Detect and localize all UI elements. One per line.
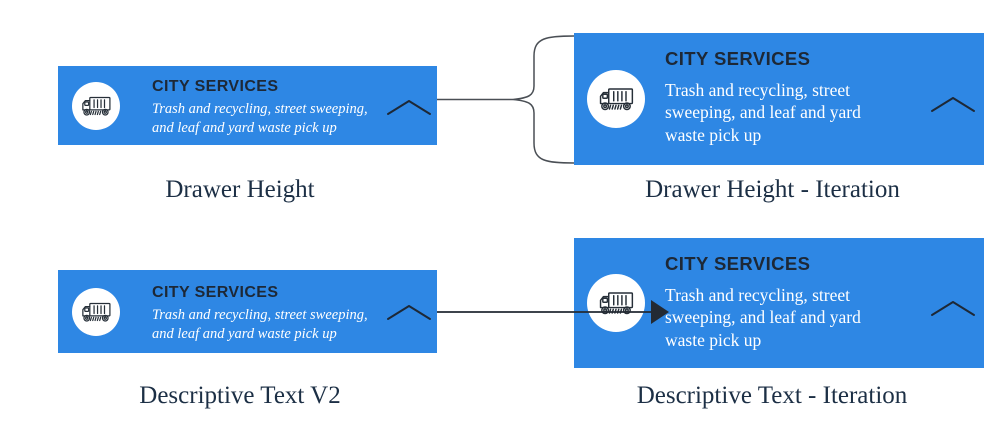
descriptive-text-iteration-card[interactable]: CITY SERVICES Trash and recycling, stree… bbox=[574, 238, 984, 368]
truck-icon-circle bbox=[72, 82, 120, 130]
card-title: CITY SERVICES bbox=[152, 284, 279, 301]
truck-icon-circle bbox=[72, 288, 120, 336]
chevron-up-icon[interactable] bbox=[386, 99, 432, 116]
garbage-truck-icon bbox=[599, 88, 634, 111]
drawer-height-card[interactable]: CITY SERVICES Trash and recycling, stree… bbox=[58, 66, 437, 145]
brace-connector bbox=[512, 35, 575, 164]
card-description: Trash and recycling, street sweeping, an… bbox=[152, 101, 368, 137]
card-title: CITY SERVICES bbox=[152, 78, 279, 95]
drawer-height-iteration-card[interactable]: CITY SERVICES Trash and recycling, stree… bbox=[574, 33, 984, 165]
card-description: Trash and recycling, street sweeping, an… bbox=[152, 307, 368, 343]
descriptive-text-v2-card[interactable]: CITY SERVICES Trash and recycling, stree… bbox=[58, 270, 437, 353]
truck-icon-circle bbox=[587, 70, 645, 128]
variant-label-drawer-height-iteration: Drawer Height - Iteration bbox=[645, 176, 900, 203]
variant-label-descriptive-text-v2: Descriptive Text V2 bbox=[139, 382, 341, 409]
truck-icon-circle bbox=[587, 274, 645, 332]
variant-label-descriptive-text-iteration: Descriptive Text - Iteration bbox=[636, 382, 908, 409]
card-description: Trash and recycling, street sweeping, an… bbox=[665, 285, 861, 350]
garbage-truck-icon bbox=[82, 96, 111, 116]
chevron-up-icon[interactable] bbox=[930, 300, 976, 317]
card-title: CITY SERVICES bbox=[665, 253, 811, 274]
garbage-truck-icon bbox=[599, 292, 634, 315]
garbage-truck-icon bbox=[82, 302, 111, 322]
chevron-up-icon[interactable] bbox=[386, 304, 432, 321]
card-title: CITY SERVICES bbox=[665, 48, 811, 69]
variant-label-drawer-height: Drawer Height bbox=[165, 176, 315, 203]
card-description: Trash and recycling, street sweeping, an… bbox=[665, 80, 861, 145]
chevron-up-icon[interactable] bbox=[930, 96, 976, 113]
